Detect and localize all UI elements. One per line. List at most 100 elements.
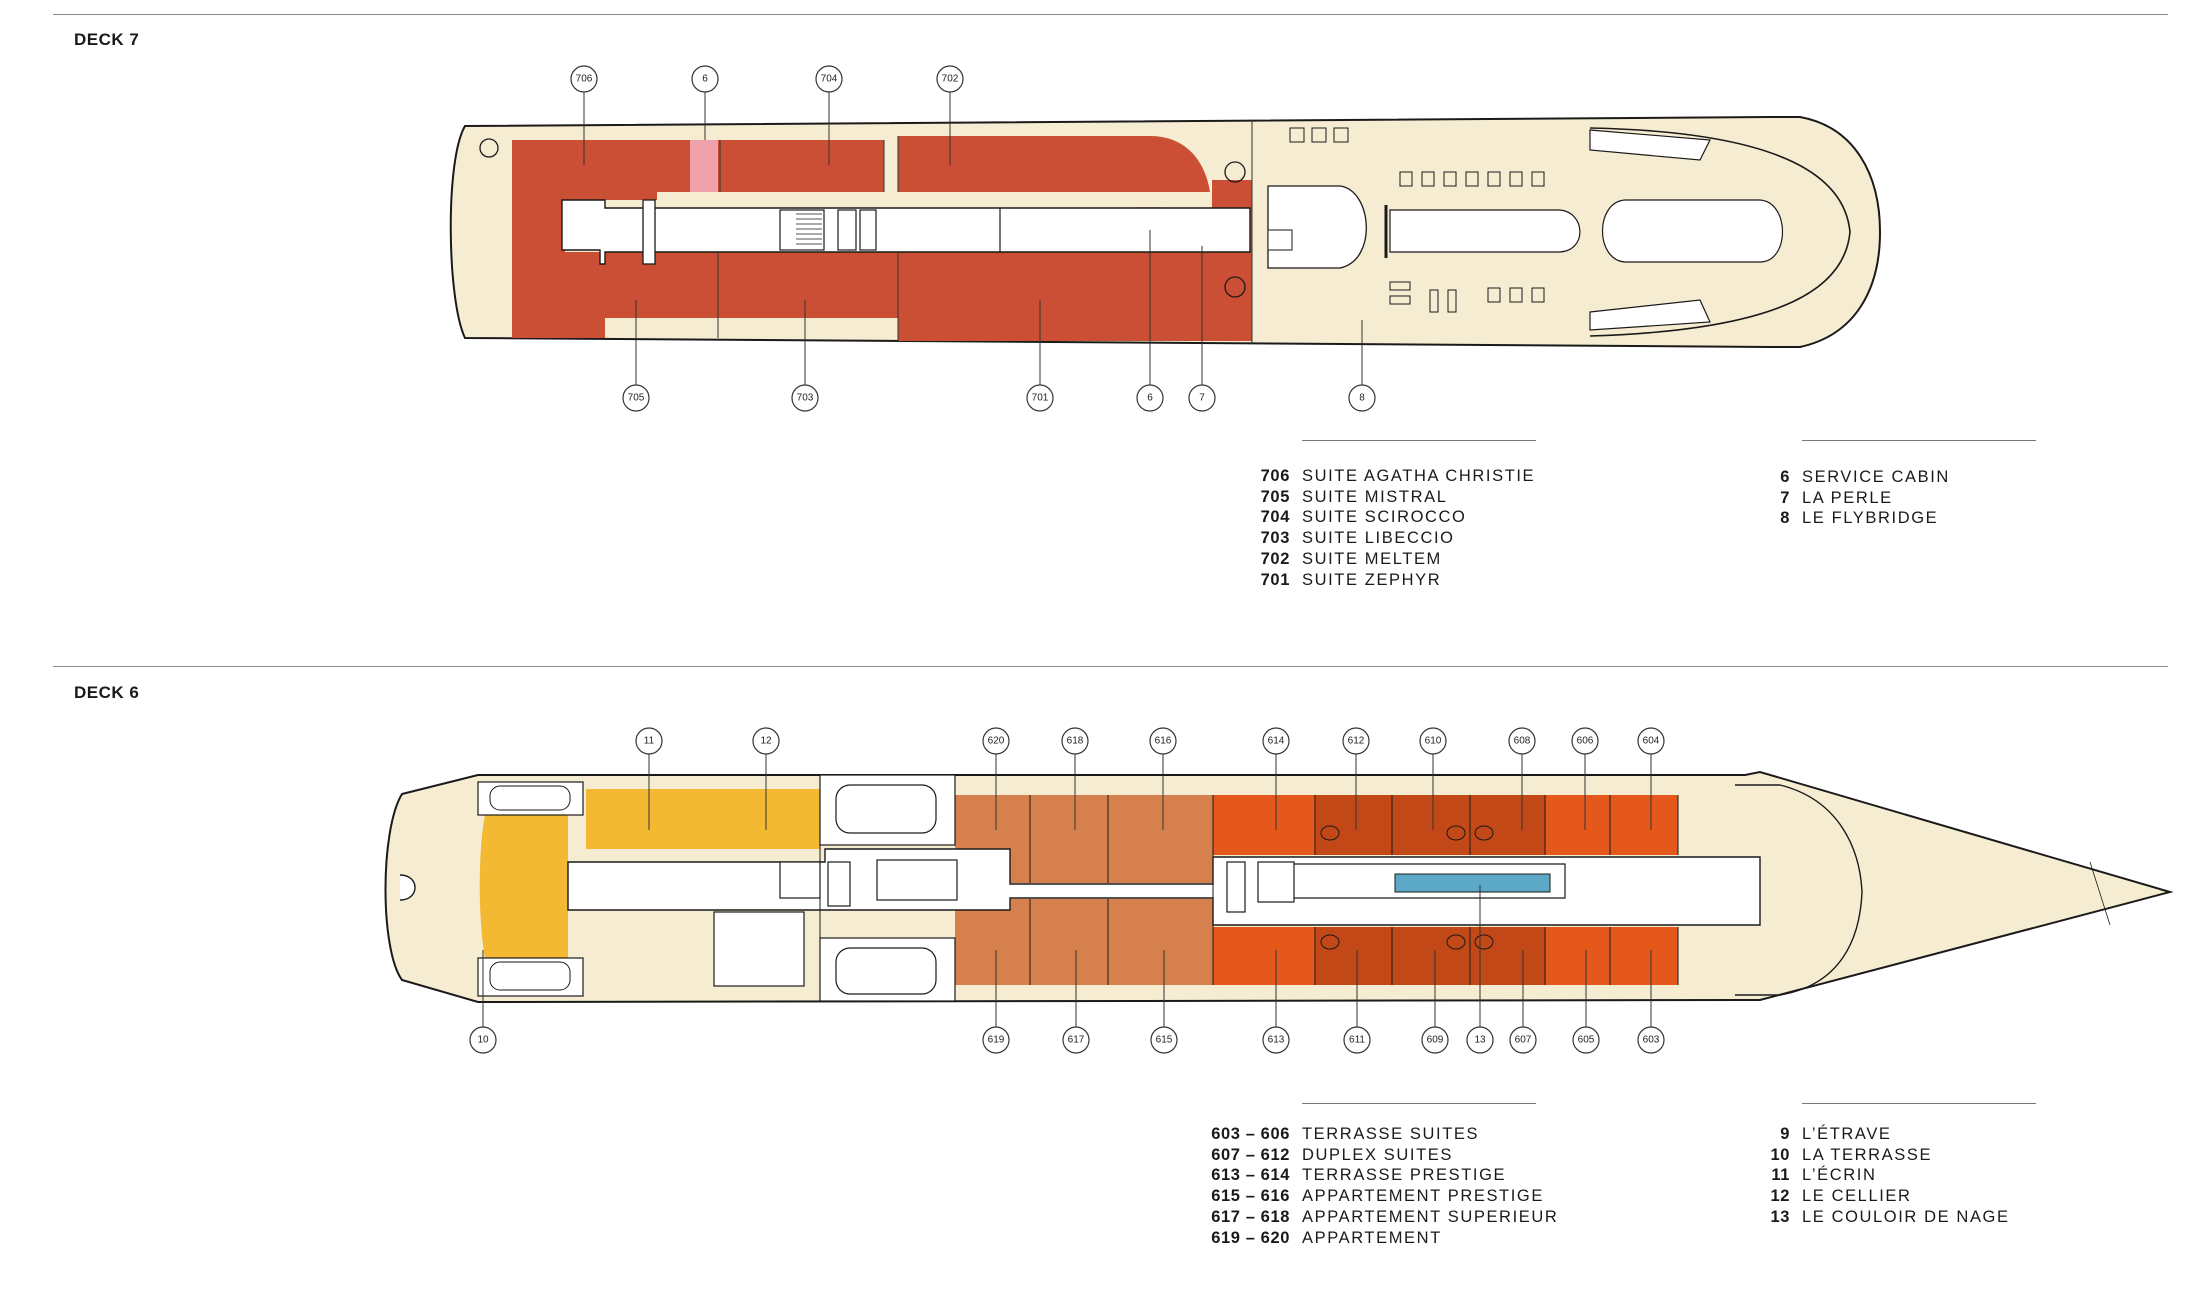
callout-6: 6	[1136, 384, 1164, 412]
callout-bubble	[1421, 1026, 1449, 1054]
legend-label: SUITE SCIROCCO	[1302, 508, 1467, 527]
callout-619: 619	[982, 1026, 1010, 1054]
callout-bubble	[635, 727, 663, 755]
callout-12: 12	[752, 727, 780, 755]
callout-label: 607	[1515, 1035, 1532, 1046]
callout-bubble	[1188, 384, 1216, 412]
deck7-top-rule	[53, 14, 2168, 15]
legend-label: TERRASSE SUITES	[1302, 1125, 1480, 1143]
callout-label: 616	[1155, 736, 1172, 747]
callout-605: 605	[1572, 1026, 1600, 1054]
flybridge-rear-area	[1602, 199, 1783, 263]
legend-number: 706	[1260, 467, 1290, 485]
callout-label: 606	[1577, 736, 1594, 747]
legend-number: 7	[1780, 488, 1790, 507]
callout-bubble	[1136, 384, 1164, 412]
legend-row: 704 SUITE SCIROCCO	[1240, 507, 1535, 528]
callout-704: 704	[815, 65, 843, 93]
callout-label: 11	[644, 736, 655, 747]
callout-611: 611	[1343, 1026, 1371, 1054]
callout-bubble	[982, 727, 1010, 755]
deck7-title: DECK 7	[74, 30, 140, 49]
callout-703: 703	[791, 384, 819, 412]
legend-label: LA PERLE	[1802, 488, 1893, 507]
deck7-legend-rule-right	[1802, 440, 2036, 441]
callout-label: 617	[1068, 1035, 1085, 1046]
callout-label: 705	[628, 393, 645, 404]
callout-bubble	[1343, 1026, 1371, 1054]
legend-label: SUITE ZEPHYR	[1302, 570, 1442, 589]
callout-bubble	[1572, 1026, 1600, 1054]
callout-label: 613	[1268, 1035, 1285, 1046]
flybridge-pool-deck	[1389, 209, 1581, 253]
callout-label: 619	[988, 1035, 1005, 1046]
callout-bubble	[570, 65, 598, 93]
legend-number: 704	[1260, 508, 1290, 527]
legend-label: SERVICE CABIN	[1802, 468, 1950, 486]
callout-613: 613	[1262, 1026, 1290, 1054]
callout-603: 603	[1637, 1026, 1665, 1054]
callout-612: 612	[1342, 727, 1370, 755]
callout-bubble	[936, 65, 964, 93]
legend-number: 603 – 606	[1211, 1125, 1290, 1143]
callout-bubble	[691, 65, 719, 93]
callout-label: 703	[797, 393, 814, 404]
callout-label: 610	[1425, 736, 1442, 747]
callout-label: 608	[1514, 736, 1531, 747]
legend-label: LE COULOIR DE NAGE	[1802, 1207, 2010, 1226]
legend-number: 613 – 614	[1211, 1166, 1290, 1185]
callout-label: 620	[988, 736, 1005, 747]
callout-label: 605	[1578, 1035, 1595, 1046]
legend-number: 13	[1770, 1207, 1790, 1226]
callout-label: 611	[1349, 1035, 1365, 1046]
callout-label: 603	[1643, 1035, 1660, 1046]
callout-label: 614	[1268, 736, 1285, 747]
callout-bubble	[469, 1026, 497, 1054]
callout-bubble	[622, 384, 650, 412]
callout-bubble	[1509, 1026, 1537, 1054]
callout-617: 617	[1062, 1026, 1090, 1054]
appartement-619-615	[955, 899, 1213, 985]
callout-705: 705	[622, 384, 650, 412]
callout-11: 11	[635, 727, 663, 755]
callout-bubble	[1571, 727, 1599, 755]
legend-number: 701	[1260, 570, 1290, 589]
callout-bubble	[1026, 384, 1054, 412]
duplex-612-608	[1315, 795, 1545, 855]
callout-label: 6	[1147, 393, 1153, 404]
callout-bubble	[1637, 727, 1665, 755]
callout-label: 612	[1348, 736, 1365, 747]
callout-614: 614	[1262, 727, 1290, 755]
legend-number: 12	[1770, 1187, 1790, 1206]
callout-bubble	[752, 727, 780, 755]
callout-label: 618	[1067, 736, 1084, 747]
legend-number: 607 – 612	[1211, 1145, 1290, 1164]
callout-label: 702	[942, 74, 959, 85]
callout-bubble	[1150, 1026, 1178, 1054]
callout-label: 701	[1032, 393, 1049, 404]
legend-number: 705	[1260, 487, 1290, 506]
callout-bubble	[1062, 1026, 1090, 1054]
callout-label: 12	[760, 736, 772, 747]
deck6-title: DECK 6	[74, 683, 140, 702]
callout-604: 604	[1637, 727, 1665, 755]
flybridge-lounge	[1267, 185, 1367, 269]
callout-608: 608	[1508, 727, 1536, 755]
callout-bubble	[815, 65, 843, 93]
callout-label: 609	[1427, 1035, 1444, 1046]
